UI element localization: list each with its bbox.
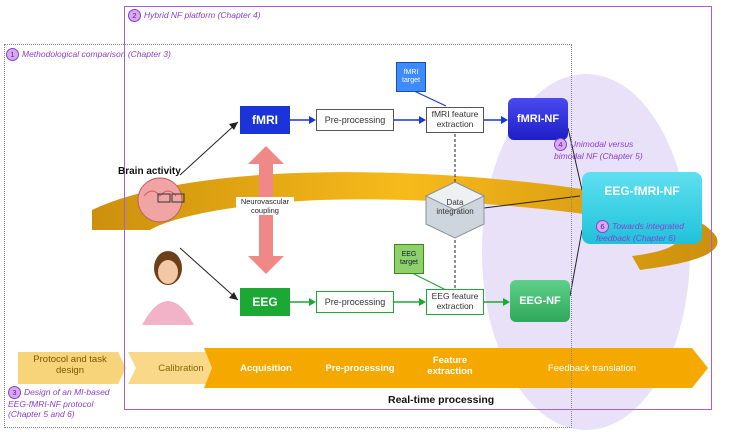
fmri-target-doc: fMRI target <box>396 62 426 92</box>
eeg-feature-box: EEG feature extraction <box>426 289 484 315</box>
data-integration-label: Data integration <box>436 198 474 217</box>
eeg-nf-box: EEG-NF <box>510 280 570 322</box>
arrow-brain-fmri <box>179 121 239 176</box>
unimodal-note-text: Unimodal versus bimodal NF (Chapter 5) <box>554 138 643 161</box>
fmri-nf-box: fMRI-NF <box>508 98 568 140</box>
chapter-5-marker: 4 <box>554 138 567 151</box>
feature-extraction-step: Feature extraction <box>427 355 473 377</box>
fmri-preprocessing-box: Pre-processing <box>316 109 394 131</box>
chapter-3-marker: 1 <box>6 48 19 61</box>
feedback-translation-step: Feedback translation <box>547 363 637 374</box>
neurovascular-coupling-label: Neurovascular coupling <box>236 197 294 215</box>
chapter-4-marker: 2 <box>128 9 141 22</box>
eeg-fmri-nf-label: EEG-fMRI-NF <box>604 184 680 198</box>
calibration-step: Calibration <box>158 363 204 374</box>
bimodal-highlight-ellipse <box>482 74 690 430</box>
arrow-brain-eeg <box>179 247 239 301</box>
person-illustration <box>142 251 194 325</box>
brain-illustration <box>137 177 185 223</box>
data-integration-cube <box>424 181 486 239</box>
chapter-6-marker: 6 <box>596 220 609 233</box>
brain-activity-label: Brain activity <box>118 166 181 177</box>
eeg-target-doc: EEG target <box>394 244 424 274</box>
methodological-frame <box>4 44 572 428</box>
eeg-preprocessing-box: Pre-processing <box>316 291 394 313</box>
swirl-band <box>92 172 718 270</box>
protocol-step: Protocol and task design <box>33 354 107 376</box>
realtime-processing-label: Real-time processing <box>388 394 495 406</box>
pipeline-arrows <box>18 348 708 388</box>
eeg-box: EEG <box>240 288 290 316</box>
hybrid-platform-text: Hybrid NF platform (Chapter 4) <box>144 9 261 20</box>
chapter-3-design-marker: 3 <box>8 386 21 399</box>
preprocessing-step: Pre-processing <box>325 363 395 374</box>
acquisition-step: Acquisition <box>240 363 292 374</box>
hybrid-platform-frame <box>124 6 712 410</box>
fmri-box: fMRI <box>240 106 290 134</box>
fmri-feature-box: fMRI feature extraction <box>426 107 484 133</box>
methodological-text: Methodological comparison (Chapter 3) <box>22 48 171 59</box>
design-note-text: Design of an MI-based EEG-fMRI-NF protoc… <box>8 386 110 420</box>
integrated-note-text: Towards integrated feedback (Chapter 6) <box>596 220 684 243</box>
